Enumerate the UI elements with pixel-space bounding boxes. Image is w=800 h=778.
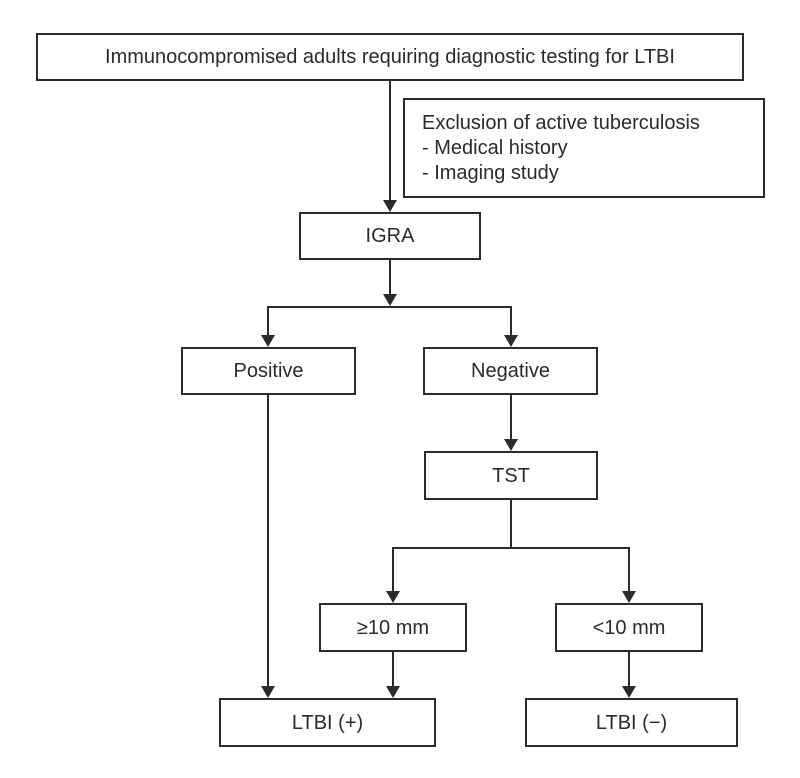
- edge-split-positive-line: [267, 306, 269, 335]
- edge-tst-split-line: [510, 500, 512, 549]
- node-tst-ge10mm-label: ≥10 mm: [356, 616, 430, 639]
- exclusion-note-line-2: - Medical history: [422, 136, 568, 159]
- edge-split-negative-line: [510, 306, 512, 335]
- edge-igra-split-horizontal-line: [267, 306, 512, 308]
- node-start: Immunocompromised adults requiring diagn…: [36, 33, 744, 81]
- edge-split-ge10mm-line: [392, 547, 394, 591]
- edge-ge10mm-ltbipos-line: [392, 652, 394, 686]
- edge-split-positive-arrowhead-icon: [261, 335, 275, 347]
- node-positive-label: Positive: [233, 360, 304, 382]
- node-negative: Negative: [423, 347, 598, 395]
- edge-split-lt10mm-arrowhead-icon: [622, 591, 636, 603]
- edge-igra-split-arrowhead-icon: [383, 294, 397, 306]
- edge-start-igra-arrowhead-icon: [383, 200, 397, 212]
- edge-split-lt10mm-line: [628, 547, 630, 591]
- edge-lt10mm-ltbineg-arrowhead-icon: [622, 686, 636, 698]
- node-exclusion-note: Exclusion of active tuberculosis - Medic…: [403, 98, 765, 198]
- edge-igra-split-line: [389, 260, 391, 295]
- node-negative-label: Negative: [471, 360, 550, 382]
- node-igra: IGRA: [299, 212, 481, 260]
- edge-negative-tst-arrowhead-icon: [504, 439, 518, 451]
- exclusion-note-line-3: - Imaging study: [422, 161, 559, 184]
- edge-split-ge10mm-arrowhead-icon: [386, 591, 400, 603]
- node-ltbi-negative: LTBI (−): [525, 698, 738, 747]
- edge-split-negative-arrowhead-icon: [504, 335, 518, 347]
- edge-tst-split-horizontal-line: [392, 547, 630, 549]
- node-tst-lt10mm-label: <10 mm: [592, 616, 666, 639]
- edge-negative-tst-line: [510, 395, 512, 439]
- edge-positive-ltbipos-line: [267, 395, 269, 686]
- node-tst: TST: [424, 451, 598, 500]
- node-ltbi-positive-label: LTBI (+): [291, 711, 364, 734]
- node-tst-label: TST: [492, 464, 530, 487]
- edge-ge10mm-ltbipos-arrowhead-icon: [386, 686, 400, 698]
- node-igra-label: IGRA: [365, 225, 415, 247]
- edge-positive-ltbipos-arrowhead-icon: [261, 686, 275, 698]
- node-tst-lt10mm: <10 mm: [555, 603, 703, 652]
- edge-start-igra-line: [389, 81, 391, 200]
- node-positive: Positive: [181, 347, 356, 395]
- node-tst-ge10mm: ≥10 mm: [319, 603, 467, 652]
- node-ltbi-negative-label: LTBI (−): [595, 711, 668, 734]
- node-start-label: Immunocompromised adults requiring diagn…: [105, 46, 675, 68]
- edge-lt10mm-ltbineg-line: [628, 652, 630, 686]
- exclusion-note-line-1: Exclusion of active tuberculosis: [422, 111, 700, 134]
- node-ltbi-positive: LTBI (+): [219, 698, 436, 747]
